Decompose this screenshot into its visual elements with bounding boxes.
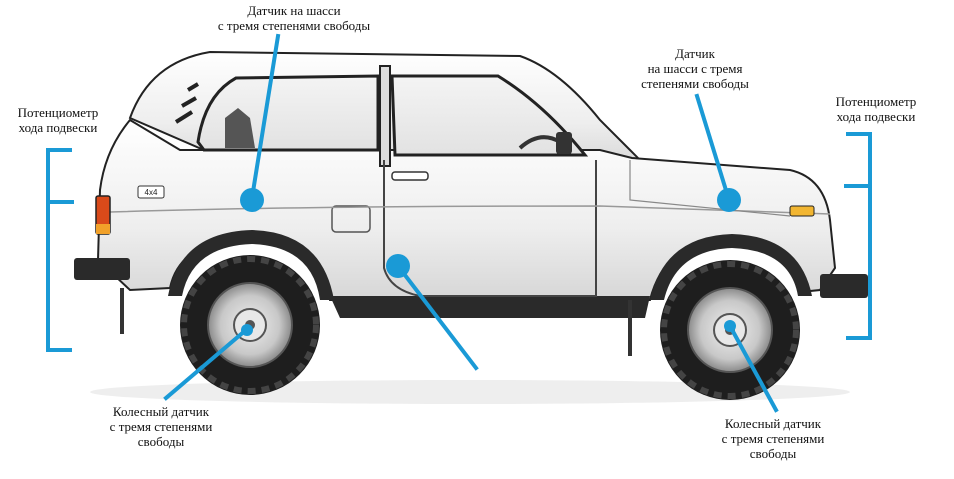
chassis-right-leader: [694, 93, 732, 203]
front-bumper: [820, 274, 868, 298]
wheel-left-leader: [163, 327, 249, 401]
side-vents: [174, 82, 200, 124]
b-pillar: [379, 65, 391, 167]
seat: [225, 108, 255, 148]
label-line: с тремя степенями: [109, 419, 213, 434]
label-wheel-sensor-left: Колесный датчик с тремя степенями свобод…: [88, 404, 234, 449]
tail-light-amber: [96, 224, 110, 234]
annotations: [46, 33, 872, 413]
label-line: Потенциометр: [17, 105, 99, 120]
label-line: Потенциометр: [835, 94, 917, 109]
pot-left-bracket: [46, 148, 74, 352]
label-chassis-sensor-left: Датчик на шасси с тремя степенями свобод…: [196, 3, 392, 33]
car-sill: [330, 296, 650, 318]
door-sensor-dot: [386, 254, 410, 278]
label-wheel-sensor-right: Колесный датчик с тремя степенями свобод…: [700, 416, 846, 461]
door-handle: [391, 171, 429, 181]
wheel-right-leader: [727, 323, 779, 413]
label-line: с тремя степенями свободы: [217, 18, 371, 33]
label-line: Колесный датчик: [724, 416, 822, 431]
label-line: Датчик: [675, 46, 715, 61]
sensor-dots: [240, 188, 741, 336]
pot-right-bracket: [844, 132, 872, 340]
rear-wheel-arch: [168, 230, 334, 300]
label-potentiometer-left: Потенциометр хода подвески: [0, 105, 116, 135]
hood-line: [629, 160, 791, 217]
front-mudflap: [628, 300, 632, 356]
label-line: Датчик на шасси: [247, 3, 341, 18]
label-line: на шасси с тремя: [647, 61, 743, 76]
wheel-left-sensor-dot: [241, 324, 253, 336]
label-potentiometer-right: Потенциометр хода подвески: [818, 94, 934, 124]
chassis-left-sensor-dot: [240, 188, 264, 212]
front-indicator: [789, 205, 815, 217]
badge-plate: [137, 185, 165, 199]
door-leader: [395, 263, 479, 371]
label-line: свободы: [749, 446, 797, 461]
side-mirror: [556, 132, 572, 154]
wheel-right-sensor-dot: [724, 320, 736, 332]
body-crease: [109, 205, 831, 215]
rear-bumper: [74, 258, 130, 280]
front-wheel-arch: [650, 234, 812, 300]
label-line: Колесный датчик: [112, 404, 210, 419]
label-chassis-sensor-right: Датчик на шасси с тремя степенями свобод…: [620, 46, 770, 91]
rear-mudflap: [120, 288, 124, 334]
label-line: хода подвески: [836, 109, 916, 124]
label-line: степенями свободы: [641, 76, 749, 91]
label-line: свободы: [137, 434, 185, 449]
chassis-left-leader: [249, 33, 281, 201]
label-line: хода подвески: [18, 120, 98, 135]
front-window: [390, 74, 589, 157]
fuel-cap: [331, 205, 371, 233]
label-line: с тремя степенями: [721, 431, 825, 446]
chassis-right-sensor-dot: [717, 188, 741, 212]
badge-text: 4x4: [145, 188, 158, 197]
